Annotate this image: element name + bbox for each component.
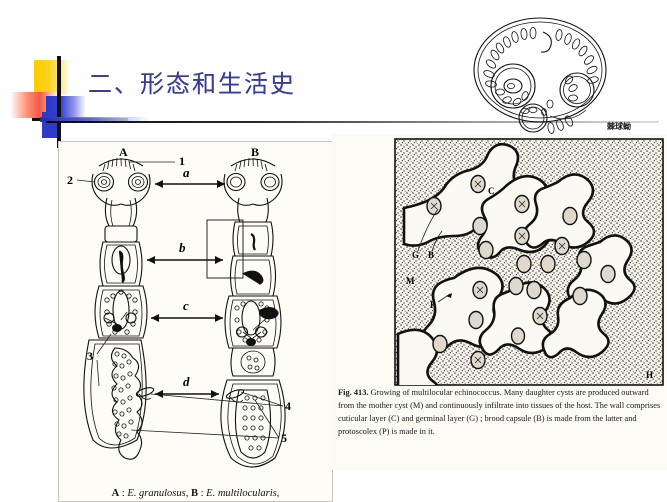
label-protoscolex: P xyxy=(430,300,436,310)
label-panel-b: B xyxy=(251,145,259,159)
figure-caption-text: Growing of multilocular echinococcus. Ma… xyxy=(338,388,661,437)
inset-chinese-label: 棘球蚴 xyxy=(607,122,631,131)
label-cuticular-layer: C xyxy=(488,186,495,196)
leader-2 xyxy=(76,179,96,183)
label-panel-a: A xyxy=(119,145,128,159)
measure-c: c xyxy=(151,298,223,322)
left-figure-caption: A : E. granulosus, B : E. multilocularis… xyxy=(111,488,280,499)
left-figure-panel: A B 1 2 3 4 5 a xyxy=(58,141,333,502)
measure-a: a xyxy=(155,165,225,188)
label-num-2: 2 xyxy=(67,173,73,187)
caption-sep-b: : xyxy=(197,488,207,499)
caption-tag-a: A xyxy=(111,488,120,499)
title-rule xyxy=(46,121,659,123)
page-title: 二、形态和生活史 xyxy=(88,64,296,99)
adult-worm-comparison-drawing: A B 1 2 3 4 5 a xyxy=(67,145,291,468)
figure-corner-mark: H xyxy=(646,370,653,380)
svg-text:b: b xyxy=(179,240,186,255)
caption-trailing: , xyxy=(276,488,280,499)
hydatid-cyst-drawing xyxy=(473,17,607,134)
measure-d: d xyxy=(155,374,219,398)
right-figure-panel: H C G B M P Fig. 413. Growing of multilo… xyxy=(332,134,667,470)
decoration-yellow-square xyxy=(34,60,70,94)
measure-b: b xyxy=(147,219,244,279)
label-num-5: 5 xyxy=(281,431,287,445)
label-mother-cyst: M xyxy=(406,276,415,286)
title-rule-accent xyxy=(40,117,150,122)
right-figure-caption: Fig. 413. Growing of multilocular echino… xyxy=(338,386,664,438)
caption-sep-a: : xyxy=(119,488,128,499)
label-num-4: 4 xyxy=(285,399,291,413)
multilocular-growth-drawing: H C G B M P xyxy=(394,138,664,386)
svg-text:d: d xyxy=(183,374,190,389)
caption-species-a: E. granulosus xyxy=(127,488,186,499)
caption-tag-b: B xyxy=(190,488,198,499)
figure-number: Fig. 413. xyxy=(338,388,369,397)
svg-text:a: a xyxy=(183,165,190,180)
worm-a xyxy=(83,157,155,460)
hydatid-cyst-inset: 棘球蚴 xyxy=(455,8,635,138)
label-num-3: 3 xyxy=(87,349,93,363)
label-germinal-layer: G xyxy=(412,250,419,260)
caption-species-b: E. multilocularis xyxy=(206,488,277,499)
svg-text:c: c xyxy=(183,298,189,313)
label-num-1: 1 xyxy=(179,154,185,168)
worm-b xyxy=(220,157,286,468)
decoration-vertical-line xyxy=(57,56,61,148)
label-brood-capsule: B xyxy=(428,250,434,260)
